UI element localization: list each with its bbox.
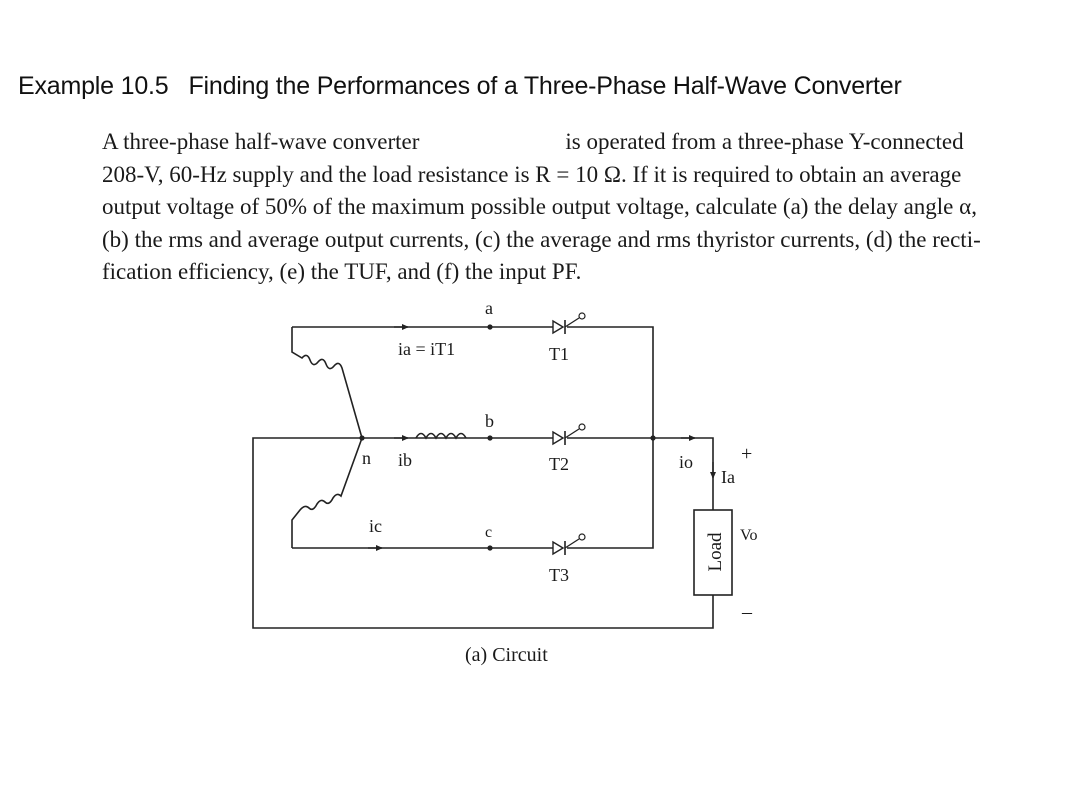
return-wire xyxy=(252,437,714,629)
label-current-out: io xyxy=(679,452,693,472)
label-node-b: b xyxy=(485,411,494,431)
winding-a xyxy=(291,327,363,439)
label-thyristor-2: T2 xyxy=(549,454,569,474)
problem-line-5: fication efficiency, (e) the TUF, and (f… xyxy=(102,259,582,284)
problem-line-1a: A three-phase half-wave converter xyxy=(102,129,420,154)
label-node-c: c xyxy=(485,524,492,541)
thyristor-t2-symbol xyxy=(552,423,586,446)
load-label: Load xyxy=(705,532,726,572)
label-current-a: ia = iT1 xyxy=(398,339,455,359)
middle-wire xyxy=(362,437,714,510)
problem-statement: A three-phase half-wave converter is oper… xyxy=(102,126,1002,289)
problem-line-4: (b) the rms and average output currents,… xyxy=(102,226,981,252)
node-a-dot xyxy=(487,324,493,330)
thyristor-t3-symbol xyxy=(552,533,586,556)
label-thyristor-3: T3 xyxy=(549,565,569,585)
example-heading: Example 10.5 Finding the Performances of … xyxy=(18,72,902,101)
winding-c xyxy=(291,437,363,548)
example-title: Finding the Performances of a Three-Phas… xyxy=(188,72,902,100)
figure-caption: (a) Circuit xyxy=(465,644,548,666)
bottom-wire xyxy=(292,438,654,549)
winding-b xyxy=(415,432,467,440)
thyristor-t1-symbol xyxy=(552,312,586,335)
node-c-dot xyxy=(487,545,493,551)
top-wire xyxy=(292,326,654,438)
label-v-minus: – xyxy=(741,601,753,623)
label-v-out: Vo xyxy=(740,527,758,544)
node-n-dot xyxy=(359,435,365,441)
label-thyristor-1: T1 xyxy=(549,344,569,364)
label-current-b: ib xyxy=(398,450,412,470)
problem-line-1: A three-phase half-wave converter is oper… xyxy=(102,126,1002,159)
node-b-dot xyxy=(487,435,493,441)
label-node-n: n xyxy=(362,448,371,468)
label-current-c: ic xyxy=(369,516,382,536)
problem-line-1b: is operated from a three-phase Y-connect… xyxy=(565,129,964,154)
load-box xyxy=(693,509,733,596)
problem-line-3: output voltage of 50% of the maximum pos… xyxy=(102,194,977,219)
example-label: Example 10.5 xyxy=(18,72,169,100)
problem-line-2: 208-V, 60-Hz supply and the load resista… xyxy=(102,161,962,187)
label-node-a: a xyxy=(485,298,493,318)
label-current-avg: Ia xyxy=(721,467,735,487)
output-node-dot xyxy=(650,435,656,441)
label-v-plus: + xyxy=(741,443,752,465)
